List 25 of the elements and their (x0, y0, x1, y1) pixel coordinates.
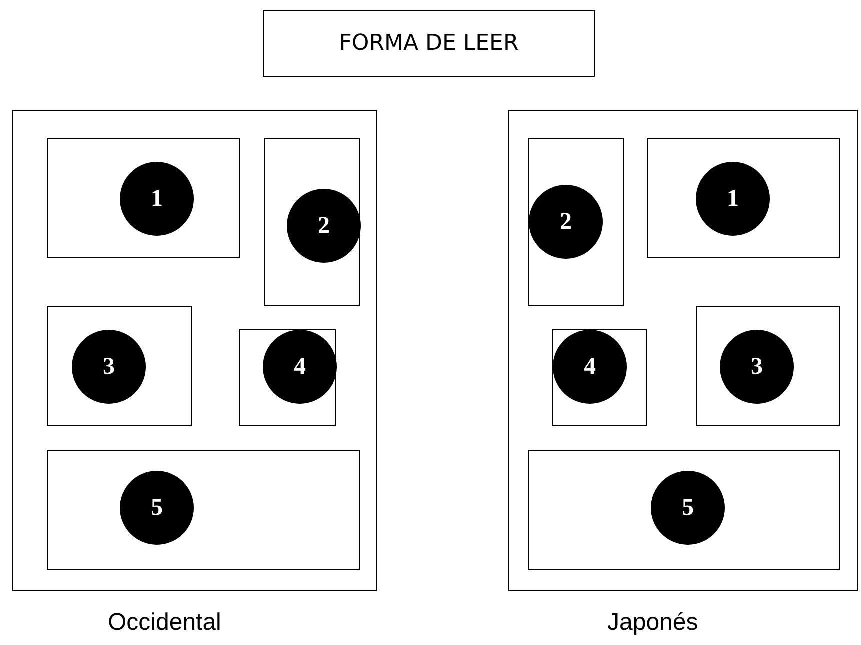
numbered-circle: 2 (287, 189, 361, 263)
numbered-circle: 1 (120, 162, 194, 236)
panel-frame (47, 450, 360, 570)
numbered-circle: 2 (529, 185, 603, 259)
numbered-circle: 3 (720, 330, 794, 404)
node-label: Occidental (108, 609, 222, 637)
page-outline (508, 110, 858, 591)
numbered-circle: 5 (120, 471, 194, 545)
panel-frame (47, 138, 240, 258)
panel-frame (647, 138, 840, 258)
page-outline (12, 110, 377, 591)
numbered-circle: 4 (553, 330, 627, 404)
numbered-circle: 5 (651, 471, 725, 545)
node-label: Japonés (608, 609, 698, 637)
numbered-circle: 4 (263, 330, 337, 404)
panel-frame (264, 138, 360, 306)
panel-frame (528, 138, 624, 306)
panel-frame (696, 306, 840, 426)
title-box: FORMA DE LEER (263, 10, 595, 77)
panel-frame (552, 329, 647, 426)
panel-frame (239, 329, 336, 426)
panel-frame (47, 306, 192, 426)
numbered-circle: 3 (72, 330, 146, 404)
numbered-circle: 1 (696, 162, 770, 236)
panel-frame (528, 450, 840, 570)
